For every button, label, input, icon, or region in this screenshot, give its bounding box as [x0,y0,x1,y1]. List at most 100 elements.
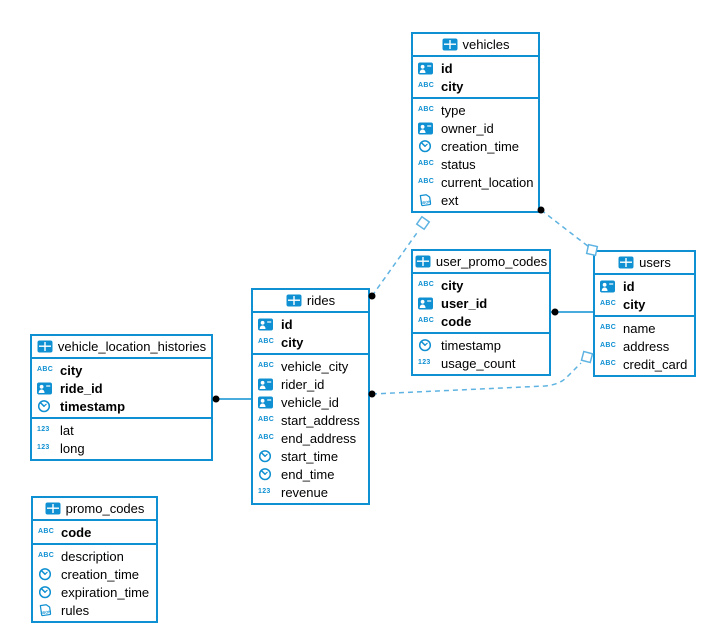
field-name-label: credit_card [623,356,688,372]
table-header-vehicle_location_histories[interactable]: vehicle_location_histories [32,336,211,359]
uuid-person-icon [418,122,433,134]
table-header-rides[interactable]: rides [253,290,368,313]
field-name-label: lat [60,422,74,438]
field-row-promo_codes-rules[interactable]: JSON rules [33,601,156,619]
string-type-icon-cell: ABC [418,280,437,290]
field-row-vehicles-type[interactable]: ABC type [413,101,538,119]
field-row-vehicle_location_histories-timestamp[interactable]: timestamp [32,397,211,415]
uuid-type-icon-cell [418,122,437,135]
table-header-user_promo_codes[interactable]: user_promo_codes [413,251,549,274]
field-row-promo_codes-creation_time[interactable]: creation_time [33,565,156,583]
table-header-vehicles[interactable]: vehicles [413,34,538,57]
time-type-icon-cell [37,399,56,413]
field-row-user_promo_codes-city[interactable]: ABC city [413,276,549,294]
time-type-icon-cell [418,338,437,352]
string-type-icon-cell: ABC [600,299,619,309]
string-abc-icon: ABC [38,552,55,559]
field-row-rides-id[interactable]: id [253,315,368,333]
svg-text:JSON: JSON [40,609,51,615]
time-type-icon-cell [38,567,57,581]
timestamp-clock-icon [258,450,272,463]
uuid-type-icon-cell [37,382,56,395]
table-grid-icon [286,294,302,307]
string-type-icon-cell: ABC [600,359,619,369]
field-name-label: rules [61,602,90,618]
string-type-icon-cell: ABC [418,177,437,187]
field-row-users-id[interactable]: id [595,277,694,295]
field-name-label: type [441,102,466,118]
table-icon-cell [415,255,431,268]
field-name-label: timestamp [60,398,126,414]
field-row-vehicles-id[interactable]: id [413,59,538,77]
field-row-vehicle_location_histories-long[interactable]: 123 long [32,439,211,457]
string-abc-icon: ABC [600,342,617,349]
time-type-icon-cell [258,449,277,463]
field-row-user_promo_codes-user_id[interactable]: user_id [413,294,549,312]
connection-dot-marker [212,395,220,403]
table-name-label: promo_codes [65,501,145,516]
field-name-label: address [623,338,670,354]
field-row-user_promo_codes-timestamp[interactable]: timestamp [413,336,549,354]
int-type-icon-cell: 123 [258,487,277,497]
field-row-vehicles-owner_id[interactable]: owner_id [413,119,538,137]
field-name-label: long [60,440,85,456]
string-type-icon-cell: ABC [418,316,437,326]
int-type-icon-cell: 123 [37,443,56,453]
field-name-label: city [441,277,464,293]
table-grid-icon [37,340,53,353]
string-abc-icon: ABC [418,106,435,113]
field-name-label: vehicle_city [281,358,349,374]
string-type-icon-cell: ABC [38,551,57,561]
field-row-rides-start_time[interactable]: start_time [253,447,368,465]
string-abc-icon: ABC [418,82,435,89]
field-row-rides-vehicle_id[interactable]: vehicle_id [253,393,368,411]
number-123-icon: 123 [418,359,431,366]
table-icon-cell [286,294,302,307]
field-row-rides-rider_id[interactable]: rider_id [253,375,368,393]
field-name-label: city [623,296,646,312]
field-row-users-city[interactable]: ABC city [595,295,694,313]
table-header-promo_codes[interactable]: promo_codes [33,498,156,521]
connection-vehicles-to-users [540,209,590,248]
field-row-users-credit_card[interactable]: ABC credit_card [595,355,694,373]
field-row-vehicles-creation_time[interactable]: creation_time [413,137,538,155]
field-row-vehicle_location_histories-ride_id[interactable]: ride_id [32,379,211,397]
field-name-label: ride_id [60,380,103,396]
table-grid-icon [415,255,431,268]
field-row-users-address[interactable]: ABC address [595,337,694,355]
field-row-promo_codes-expiration_time[interactable]: expiration_time [33,583,156,601]
uuid-person-icon [418,297,433,309]
field-name-label: id [281,316,293,332]
field-row-rides-end_time[interactable]: end_time [253,465,368,483]
connection-square-marker [415,215,431,231]
table-header-users[interactable]: users [595,252,694,275]
json-type-icon-cell: JSON [38,603,57,617]
field-name-label: ext [441,192,459,208]
number-123-icon: 123 [37,444,50,451]
